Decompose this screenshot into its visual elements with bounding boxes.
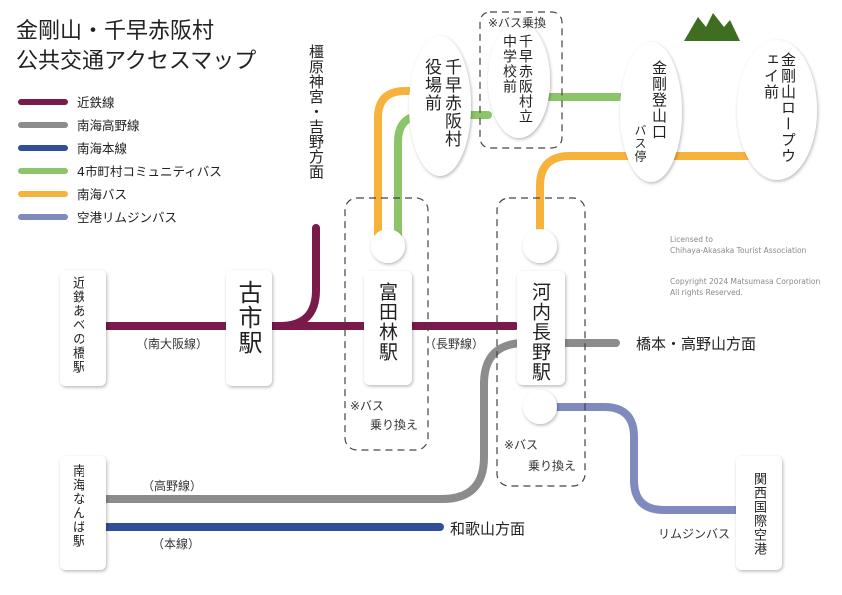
bus-stop-chugakko[interactable] [488, 22, 550, 138]
line-label-koya: （高野線） [142, 479, 203, 493]
station-abeno[interactable] [60, 270, 106, 386]
nankai-bus-route-east [536, 152, 764, 242]
station-name-kawachinagano: 河内長野駅 [529, 282, 551, 382]
transfer-box-kawachinagano [496, 197, 586, 487]
direction-wakayama: 和歌山方面 [450, 520, 526, 538]
legend-label: 南海本線 [77, 141, 128, 156]
route-lines [84, 87, 764, 531]
transfer-note-tondabayashi-2: 乗り換え [370, 418, 419, 432]
line-label-main: （本線） [152, 537, 201, 551]
bus-stop-ropeway[interactable] [737, 40, 817, 180]
line-label-limousine: リムジンバス [658, 527, 731, 541]
legend-swatch [18, 121, 68, 128]
legend-label: 近鉄線 [77, 95, 115, 110]
license-line2: Chihaya-Akasaka Tourist Association [670, 246, 807, 255]
transfer-boxes [344, 11, 586, 487]
bus-stop-yakuba[interactable] [409, 36, 471, 176]
transfer-note-kawachinagano-2: 乗り換え [528, 459, 577, 473]
copyright-line1: Copyright 2024 Matsumasa Corporation [670, 277, 821, 286]
copyright-line2: All rights Reserved. [670, 288, 743, 297]
transfer-note-tondabayashi-1: ※バス [350, 399, 385, 413]
station-kix[interactable] [736, 456, 782, 570]
bus-stop-markers [371, 22, 817, 424]
legend-item-limousine: 空港リムジンバス [18, 205, 222, 228]
legend: 近鉄線 南海高野線 南海本線 4市町村コミュニティバス 南海バス 空港リムジンバ… [18, 90, 222, 228]
legend-swatch [18, 167, 68, 174]
legend-item-community-bus: 4市町村コミュニティバス [18, 159, 222, 182]
direction-kashihara: 橿原神宮・吉野方面 [307, 44, 325, 179]
station-name-namba: 南海なんば駅 [70, 464, 84, 548]
nankai-bus-route [374, 87, 444, 242]
limousine-bus-route [536, 403, 754, 514]
station-name-tondabayashi: 富田林駅 [376, 282, 398, 362]
line-label-minami-osaka: （南大阪線） [136, 337, 209, 351]
map-title-line1: 金剛山・千早赤阪村 [16, 19, 215, 44]
legend-item-nankai-main: 南海本線 [18, 136, 222, 159]
bus-stop-tozanguchi[interactable] [620, 42, 682, 182]
transfer-box-chugakko [479, 11, 563, 149]
map-title-line2: 公共交通アクセスマップ [16, 49, 257, 74]
legend-label: 空港リムジンバス [77, 210, 178, 225]
station-kawachinagano[interactable] [517, 271, 565, 385]
license-text: Licensed to Chihaya-Akasaka Tourist Asso… [670, 234, 806, 256]
bus-stop-name-tozanguchi: 金剛登山口 [650, 60, 668, 140]
nankai-koya-line [88, 339, 620, 503]
station-name-kix: 関西国際空港 [751, 472, 766, 556]
legend-label: 4市町村コミュニティバス [77, 164, 222, 179]
copyright-text: Copyright 2024 Matsumasa Corporation All… [670, 276, 820, 298]
legend-label: 南海バス [77, 187, 128, 202]
bus-stop-tondabayashi[interactable] [371, 229, 405, 263]
bus-stop-kawachinagano[interactable] [523, 229, 557, 263]
legend-label: 南海高野線 [77, 118, 140, 133]
transfer-box-tondabayashi [344, 197, 429, 451]
bus-stop-name-yakuba: 千早赤阪村役場前 [421, 58, 461, 148]
station-name-furuichi: 古市駅 [234, 280, 262, 355]
direction-hashimoto: 橋本・高野山方面 [636, 335, 757, 353]
station-boxes [60, 270, 782, 570]
line-label-nagano: （長野線） [424, 337, 485, 351]
bus-stop-name-tozanguchi-sub: バス停 [633, 124, 647, 163]
station-tondabayashi[interactable] [364, 271, 412, 385]
station-furuichi[interactable] [226, 270, 272, 386]
legend-swatch [18, 213, 68, 220]
license-line1: Licensed to [670, 235, 713, 244]
kintetsu-line-to-kashihara [276, 224, 320, 330]
legend-swatch [18, 144, 68, 151]
bus-stop-name-ropeway: 金剛山ロープウェイ前 [762, 52, 797, 164]
bus-stop-limousine[interactable] [523, 390, 557, 424]
mountain-icon [684, 13, 740, 41]
legend-item-kintetsu: 近鉄線 [18, 90, 222, 113]
transfer-note-chugakko: ※バス乗換 [488, 16, 547, 30]
legend-swatch [18, 190, 68, 197]
map-title: 金剛山・千早赤阪村 公共交通アクセスマップ [16, 17, 256, 77]
station-name-abeno: 近鉄あべの橋駅 [70, 276, 84, 374]
bus-stop-name-chugakko: 千早赤阪村立中学校前 [501, 34, 533, 124]
legend-item-nankai-bus: 南海バス [18, 182, 222, 205]
transfer-note-kawachinagano-1: ※バス [504, 438, 539, 452]
legend-swatch [18, 98, 68, 105]
legend-item-nankai-koya: 南海高野線 [18, 113, 222, 136]
station-namba[interactable] [60, 456, 106, 570]
